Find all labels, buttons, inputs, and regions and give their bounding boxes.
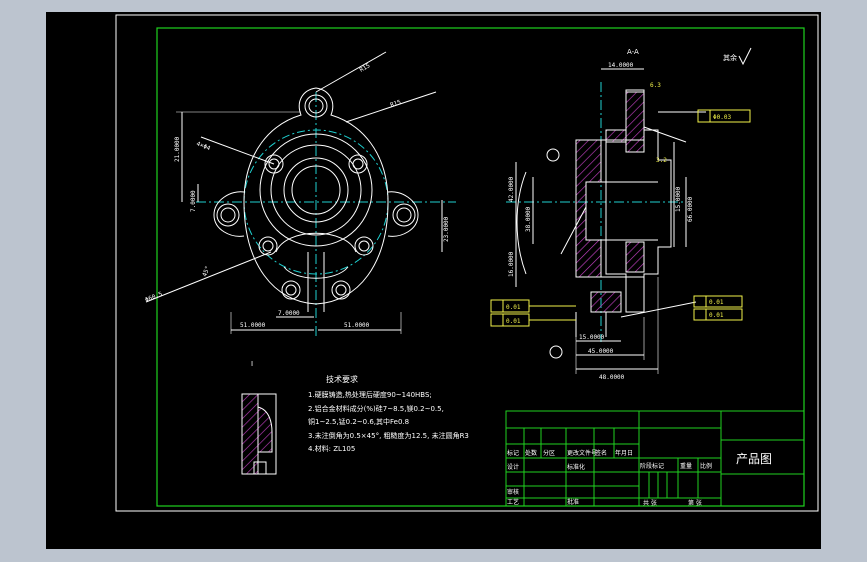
tech-line-5: 4.材料: ZL105 [308, 444, 355, 453]
tech-requirements: 技术要求 1.硬膜铸造,热处理后硬度90~140HBS; 2.铝合金材料成分(%… [308, 374, 469, 453]
tolerance-text: Φ0.03 0.01 0.01 0.01 0.01 [506, 114, 731, 325]
dim-hole-callout: 4×Φ4 [195, 140, 211, 152]
title-block-text: 产品图 标记 处数 分区 更改文件号 签名 年月日 设计 标准化 审核 工艺 批… [507, 449, 772, 507]
roughness-6-3: 6.3 [650, 82, 661, 89]
tb-scale: 比例 [700, 462, 712, 470]
sec-dim-15b: 15.0000 [675, 186, 682, 212]
tech-line-4: 3.未注倒角为0.5×45°, 粗糙度为12.5, 未注圆角R3 [308, 431, 469, 440]
dim-angle: 45° [201, 265, 211, 278]
tb-header-count: 处数 [525, 449, 537, 457]
tb-standard: 标准化 [567, 463, 585, 471]
front-dimensions-text: 51.0000 51.0000 7.0000 21.0000 7.0000 23… [144, 62, 450, 329]
tb-designer: 设计 [507, 463, 519, 471]
inner-border [156, 27, 805, 507]
tol-right-2: 0.01 [709, 312, 724, 319]
section-dimensions-text: A-A 14.0000 15.0000 45.0000 48.0000 42.0… [508, 47, 752, 381]
tb-header-zone: 分区 [543, 449, 555, 457]
roughness-other-label: 其余 [723, 53, 737, 62]
sec-dim-bot3: 48.0000 [599, 374, 625, 381]
tb-sheet-no: 第 张 [688, 499, 702, 507]
tb-sheet-total: 共 张 [643, 499, 657, 507]
tb-header-date: 年月日 [615, 449, 633, 457]
tech-title: 技术要求 [326, 374, 358, 384]
outer-frame [115, 14, 819, 512]
tol-left-1: 0.01 [506, 304, 521, 311]
dim-r-big: R15 [359, 62, 372, 74]
tb-process: 工艺 [507, 498, 519, 506]
sec-dim-15a: 15.0000 [579, 334, 605, 341]
title-block [505, 410, 805, 507]
tb-stage: 阶段标记 [640, 462, 664, 470]
detail-view-label: I [251, 360, 253, 368]
sec-dim-h2: 16.0000 [508, 251, 515, 277]
sec-dim-h1: 42.0000 [508, 176, 515, 202]
tol-top-value: Φ0.03 [713, 114, 731, 121]
tb-header-docno: 更改文件号 [567, 449, 597, 457]
roughness-3-2: 3.2 [656, 157, 667, 164]
sec-dim-bot2: 45.0000 [588, 348, 614, 355]
tol-left-2: 0.01 [506, 318, 521, 325]
tech-line-2: 2.铝合金材料成分(%)硅7~8.5,镁0.2~0.5, [308, 404, 444, 413]
tb-weight: 重量 [680, 462, 692, 470]
tolerance-frames [490, 109, 751, 327]
tol-right-1: 0.01 [709, 299, 724, 306]
dim-right-height: 23.0000 [443, 216, 450, 242]
sec-dim-right: 66.0000 [687, 196, 694, 222]
dim-left-width: 51.0000 [240, 322, 266, 329]
front-view [145, 51, 456, 337]
section-view-label: A-A [627, 48, 639, 56]
tb-approve: 批准 [567, 498, 579, 506]
cad-drawing: 51.0000 51.0000 7.0000 21.0000 7.0000 23… [115, 14, 819, 512]
dim-height-21: 21.0000 [174, 136, 181, 162]
sec-dim-h3: 38.0000 [525, 206, 532, 232]
tb-review: 审核 [507, 488, 519, 496]
roughness-symbol [738, 47, 752, 66]
section-view [506, 68, 706, 374]
sec-dim-top: 14.0000 [608, 62, 634, 69]
dim-diameter-callout: Φ60.5 [144, 290, 164, 303]
dim-height-7: 7.0000 [190, 190, 197, 212]
product-name: 产品图 [736, 452, 772, 466]
dim-r-small: R15 [389, 99, 402, 109]
tb-header-mark: 标记 [507, 449, 519, 457]
dim-bottom-width: 7.0000 [278, 310, 300, 317]
tech-line-1: 1.硬膜铸造,热处理后硬度90~140HBS; [308, 390, 432, 399]
tb-header-sign: 签名 [595, 449, 607, 457]
tech-line-3: 铜1~2.5,锰0.2~0.6,其中Fe0.8 [308, 417, 409, 426]
dim-right-width: 51.0000 [344, 322, 370, 329]
drawing-sheet: 51.0000 51.0000 7.0000 21.0000 7.0000 23… [46, 12, 821, 549]
detail-view: I [241, 360, 277, 475]
